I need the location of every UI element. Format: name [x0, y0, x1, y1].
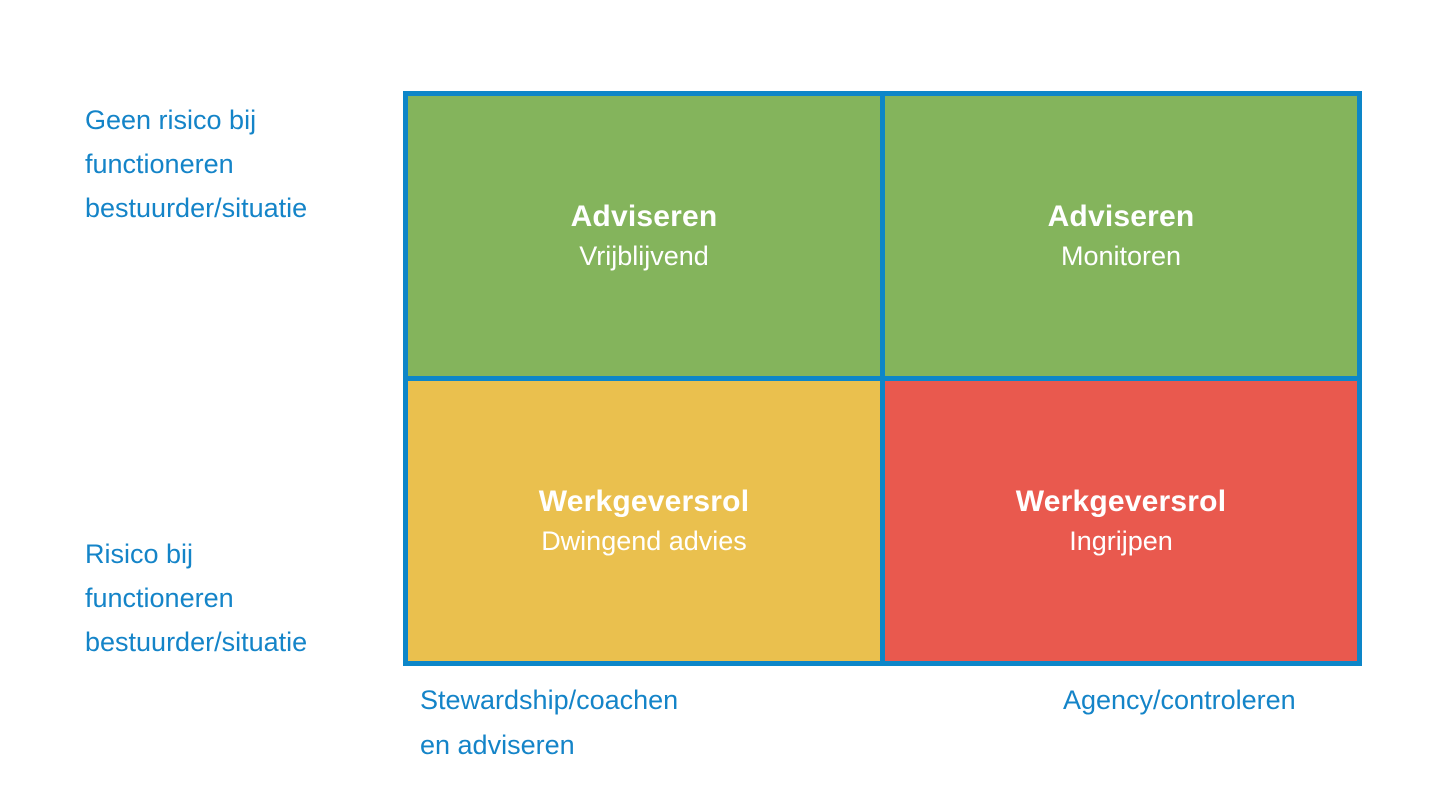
- y-axis-label-risk-line2: functioneren: [85, 583, 234, 613]
- x-axis-label-stewardship-line2: en adviseren: [420, 730, 575, 760]
- quadrant-top-left-adviseren-vrijblijvend: Adviseren Vrijblijvend: [408, 96, 880, 376]
- y-axis-label-risk-line1: Risico bij: [85, 539, 194, 569]
- y-axis-label-no-risk-line1: Geen risico bij: [85, 105, 257, 135]
- y-axis-label-no-risk: Geen risico bij functioneren bestuurder/…: [85, 98, 307, 230]
- x-axis-label-stewardship-line1: Stewardship/coachen: [420, 685, 679, 715]
- x-axis-label-stewardship: Stewardship/coachen en adviseren: [420, 678, 678, 768]
- quadrant-title: Werkgeversrol: [538, 485, 750, 518]
- quadrant-top-right-adviseren-monitoren: Adviseren Monitoren: [885, 96, 1357, 376]
- quadrant-subtitle: Vrijblijvend: [579, 241, 709, 271]
- quadrant-bottom-right-werkgeversrol-ingrijpen: Werkgeversrol Ingrijpen: [885, 381, 1357, 661]
- quadrant-subtitle: Dwingend advies: [541, 526, 747, 556]
- quadrant-title: Werkgeversrol: [1015, 485, 1227, 518]
- quadrant-title: Adviseren: [1047, 200, 1195, 233]
- x-axis-label-agency-line1: Agency/controleren: [1063, 685, 1296, 715]
- x-axis-label-agency: Agency/controleren: [1063, 678, 1296, 723]
- y-axis-label-risk: Risico bij functioneren bestuurder/situa…: [85, 532, 307, 664]
- quadrant-title: Adviseren: [570, 200, 718, 233]
- y-axis-label-no-risk-line2: functioneren: [85, 149, 234, 179]
- quadrant-bottom-left-werkgeversrol-dwingend-advies: Werkgeversrol Dwingend advies: [408, 381, 880, 661]
- y-axis-label-risk-line3: bestuurder/situatie: [85, 627, 308, 657]
- y-axis-label-no-risk-line3: bestuurder/situatie: [85, 193, 308, 223]
- quadrant-subtitle: Monitoren: [1060, 241, 1182, 271]
- quadrant-subtitle: Ingrijpen: [1069, 526, 1173, 556]
- two-by-two-matrix: Adviseren Vrijblijvend Adviseren Monitor…: [403, 91, 1362, 666]
